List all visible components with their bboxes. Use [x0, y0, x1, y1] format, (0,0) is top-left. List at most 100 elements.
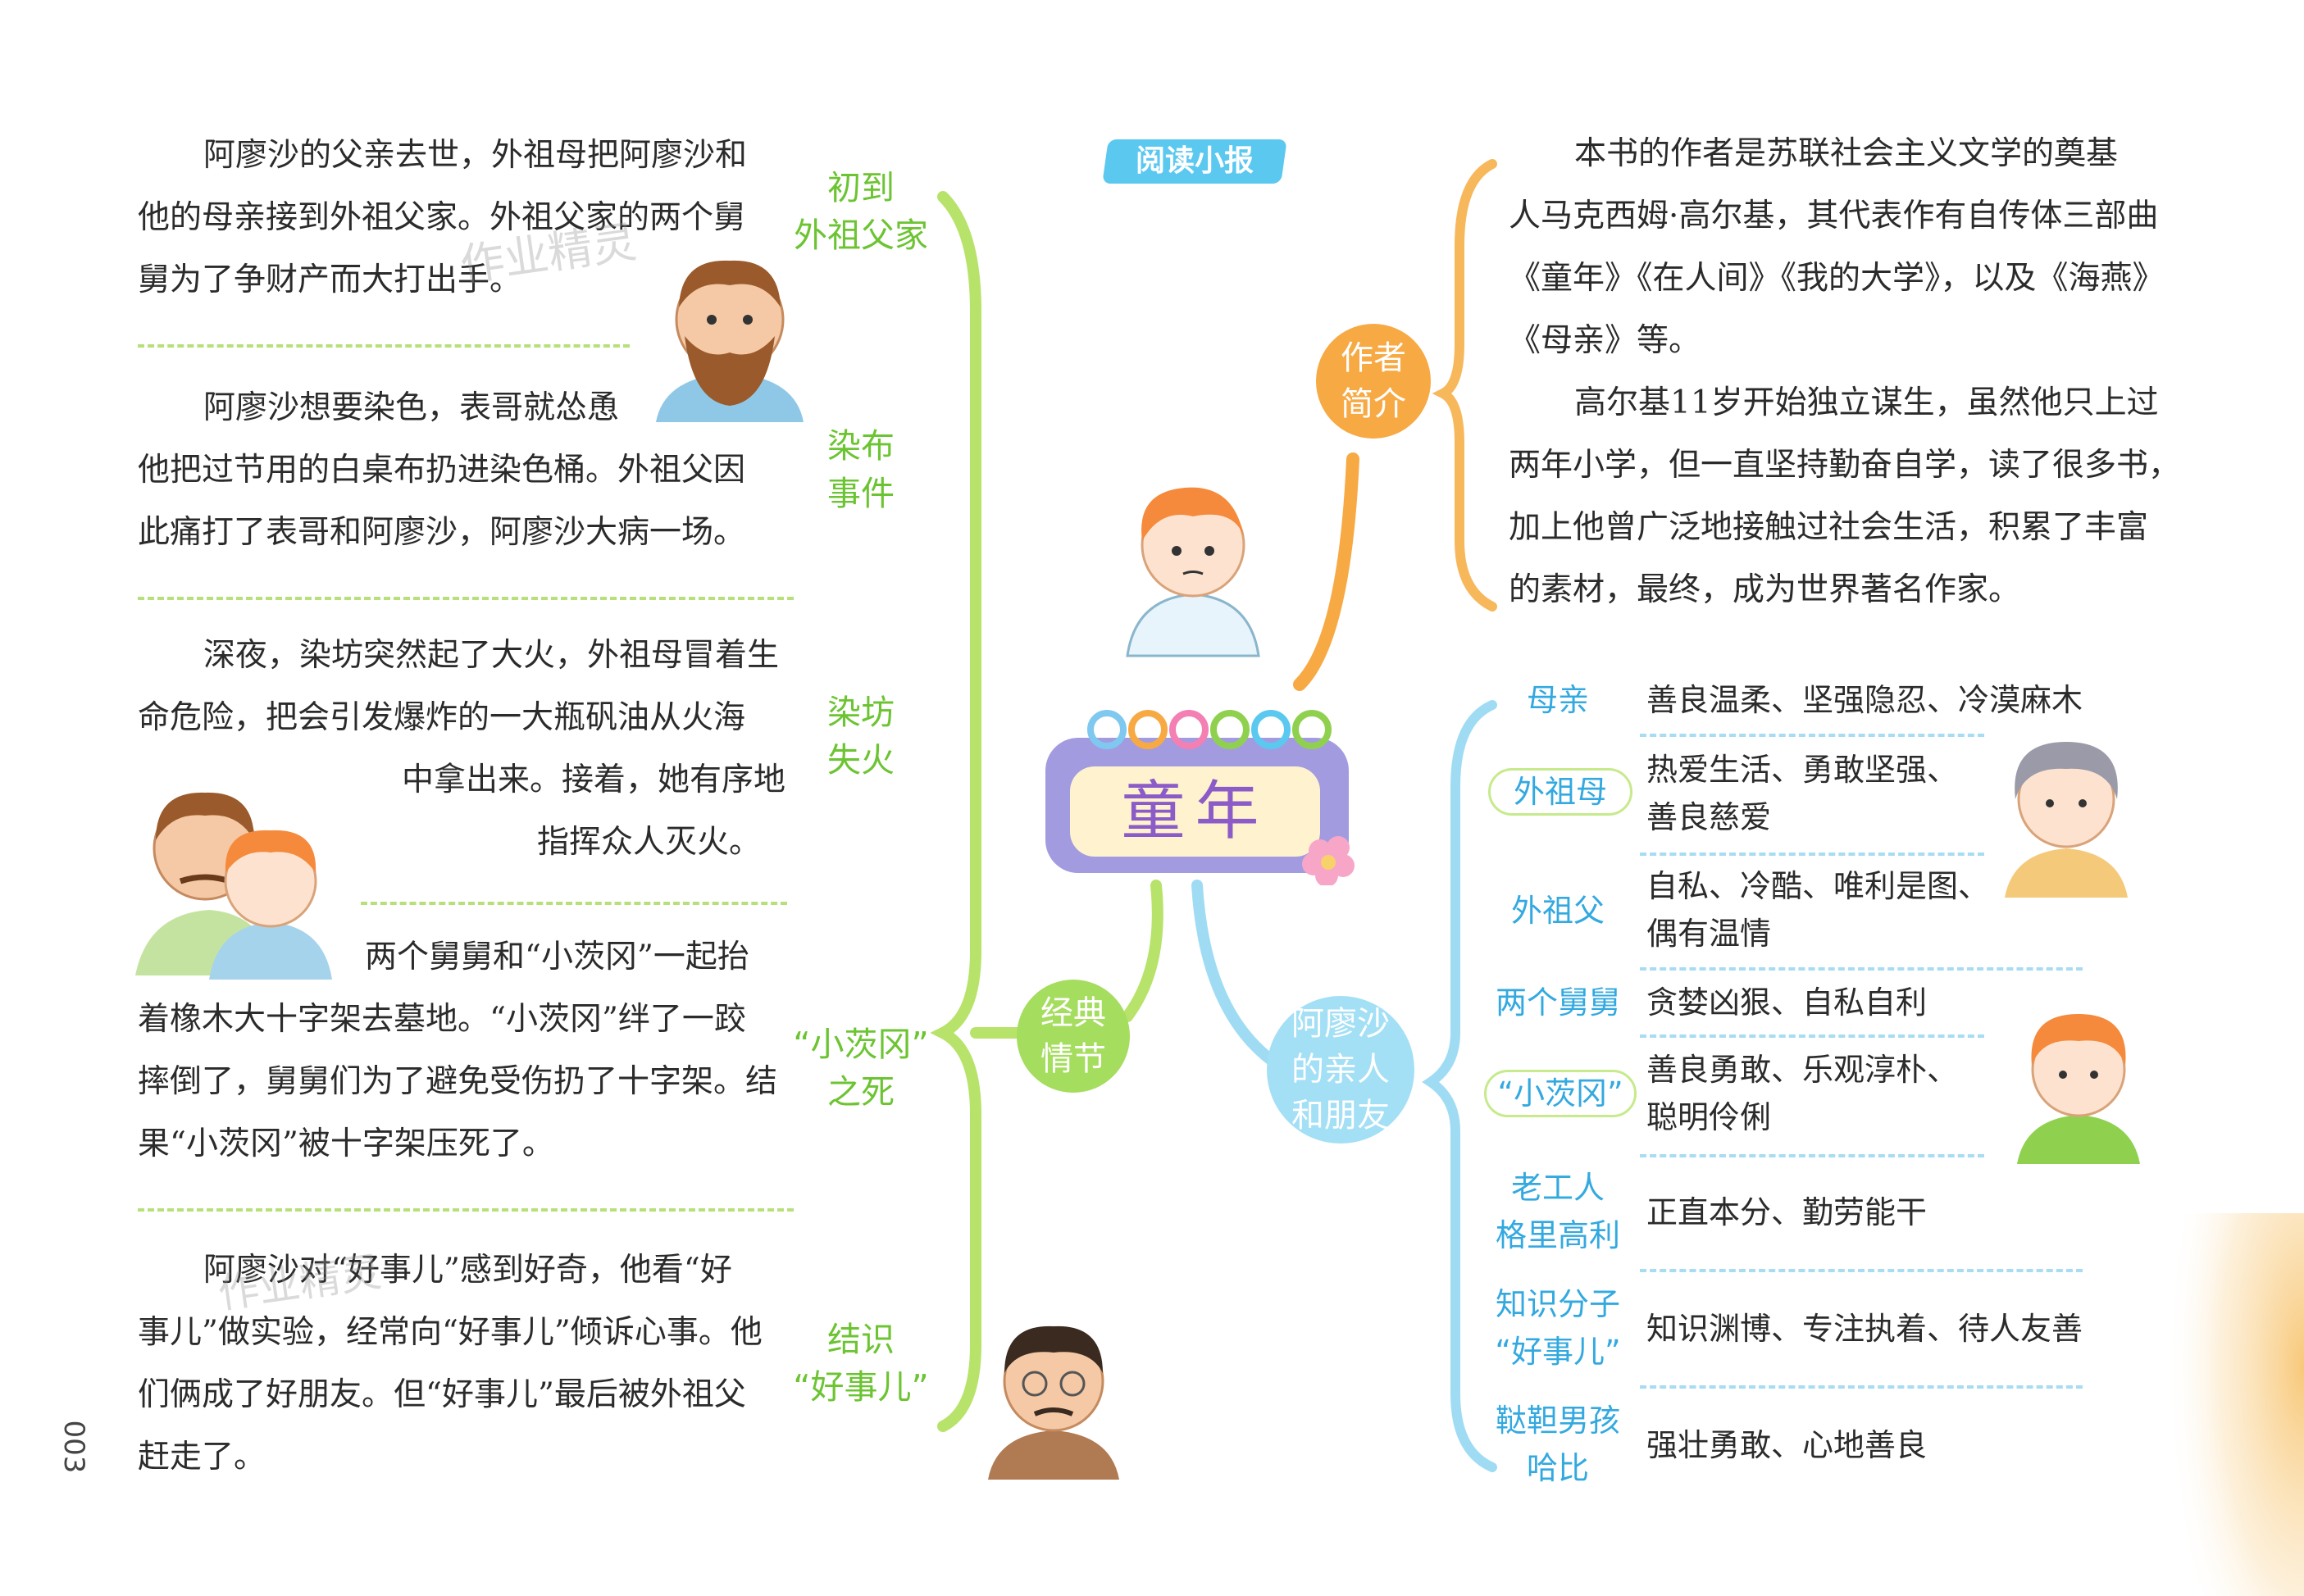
divider — [1640, 1385, 2083, 1389]
author-bubble: 作者 简介 — [1316, 324, 1431, 439]
relative-desc-goodthing: 知识渊博、专注执着、待人友善 — [1646, 1305, 2083, 1353]
orange-to-title — [1300, 459, 1353, 684]
decorative-glow — [2165, 1213, 2304, 1596]
plot-label-line: 之死 — [775, 1068, 947, 1116]
author-line: 两年小学，但一直坚持勤奋自学，读了很多书， — [1509, 434, 2180, 497]
author-line: 《童年》《在人间》《我的大学》，以及《海燕》 — [1509, 248, 2165, 310]
relative-desc-line: 善良慈爱 — [1646, 793, 1958, 841]
relative-desc-mother: 善良温柔、坚强隐忍、冷漠麻木 — [1646, 676, 2083, 724]
relative-desc-line: 热爱生活、勇敢坚强、 — [1646, 746, 1958, 793]
relative-name-line: 外祖母 — [1491, 771, 1630, 813]
relative-desc-grandmother: 热爱生活、勇敢坚强、 善良慈爱 — [1646, 746, 1958, 841]
relative-name-mother: 母亲 — [1488, 676, 1628, 724]
author-bubble-line1: 作者 — [1341, 335, 1406, 381]
relative-name-line: 老工人 — [1480, 1164, 1636, 1212]
relative-desc-line: 正直本分、勤劳能干 — [1646, 1189, 1927, 1236]
relatives-bubble: 阿廖沙 的亲人 和朋友 — [1267, 996, 1414, 1144]
author-line: 高尔基11岁开始独立谋生，虽然他只上过 — [1574, 372, 2159, 434]
relative-desc-grandfather: 自私、冷酷、唯利是图、 偶有温情 — [1646, 862, 1989, 957]
relative-name-line: 知识分子 — [1480, 1280, 1636, 1328]
relative-name-grandmother: 外祖母 — [1488, 768, 1632, 816]
plot-line: 中拿出来。接着，她有序地 — [402, 749, 785, 812]
plot-line: 摔倒了，舅舅们为了避免受伤扔了十字架。结 — [138, 1051, 777, 1113]
page-number: 003 — [53, 1410, 94, 1484]
divider — [1640, 1034, 1984, 1038]
divider — [1640, 853, 1984, 856]
relative-desc-line: 聪明伶俐 — [1646, 1094, 1958, 1141]
relative-name-line: “小茨冈” — [1487, 1072, 1634, 1115]
plot-label-gypsy: “小茨冈” 之死 — [775, 1021, 947, 1116]
classic-plot-line2: 情节 — [1040, 1036, 1106, 1082]
relative-name-grandfather: 外祖父 — [1488, 887, 1628, 934]
relative-name-habi: 鞑靼男孩 哈比 — [1480, 1397, 1636, 1492]
plot-line: 两个舅舅和“小茨冈”一起抬 — [365, 926, 749, 989]
relative-desc-line: 强壮勇敢、心地善良 — [1646, 1421, 1927, 1469]
relative-name-gregory: 老工人 格里高利 — [1480, 1164, 1636, 1259]
relative-desc-uncles: 贪婪凶狠、自私自利 — [1646, 979, 1927, 1026]
plot-label-line: 事件 — [779, 470, 943, 517]
plot-label-fire: 染坊 失火 — [779, 689, 943, 784]
author-line: 人马克西姆·高尔基，其代表作有自传体三部曲 — [1509, 185, 2158, 248]
plot-label-line: “好事儿” — [775, 1363, 947, 1411]
relative-name-line: 两个舅舅 — [1484, 979, 1632, 1026]
relative-desc-line: 善良勇敢、乐观淳朴、 — [1646, 1046, 1958, 1094]
plot-line: 指挥众人灭火。 — [537, 812, 761, 874]
relative-name-line: 母亲 — [1488, 676, 1628, 724]
author-bubble-line2: 简介 — [1341, 381, 1406, 427]
author-line: 《母亲》等。 — [1509, 310, 1701, 372]
relative-name-line: “好事儿” — [1480, 1328, 1636, 1375]
plot-line: 此痛打了表哥和阿廖沙，阿廖沙大病一场。 — [138, 502, 745, 564]
divider — [361, 902, 787, 905]
plot-line: 命危险，把会引发爆炸的一大瓶矾油从火海 — [138, 687, 745, 749]
plot-line: 们俩成了好朋友。但“好事儿”最后被外祖父 — [138, 1364, 746, 1426]
plot-label-line: 染布 — [779, 422, 943, 470]
relative-desc-line: 贪婪凶狠、自私自利 — [1646, 979, 1927, 1026]
author-line: 的素材，最终，成为世界著名作家。 — [1509, 559, 2020, 621]
grandmother-illustration — [1992, 721, 2140, 902]
plot-line: 他把过节用的白桌布扔进染色桶。外祖父因 — [138, 439, 745, 502]
relative-name-line: 外祖父 — [1488, 887, 1628, 934]
author-line: 本书的作者是苏联社会主义文学的奠基 — [1574, 123, 2118, 185]
blue-to-bubble — [1197, 885, 1279, 1066]
relative-desc-line: 善良温柔、坚强隐忍、冷漠麻木 — [1646, 676, 2083, 724]
author-line: 加上他曾广泛地接触过社会生活，积累了丰富 — [1509, 497, 2148, 559]
relative-name-line: 鞑靼男孩 — [1480, 1397, 1636, 1444]
boy-illustration — [1111, 459, 1275, 672]
divider — [1640, 1269, 2083, 1272]
plot-label-line: 结识 — [775, 1316, 947, 1363]
uncle-illustration — [648, 238, 812, 426]
green-to-bubble — [1127, 885, 1158, 1016]
plot-line: 阿廖沙想要染色，表哥就怂恿 — [203, 377, 619, 439]
grandfather-boy-illustration — [131, 750, 336, 980]
relatives-bubble-line2: 的亲人 — [1291, 1047, 1390, 1093]
plot-label-dye: 染布 事件 — [779, 422, 943, 517]
plot-label-goodthing: 结识 “好事儿” — [775, 1316, 947, 1411]
green-trunk — [943, 197, 976, 1426]
relative-desc-line: 偶有温情 — [1646, 910, 1989, 957]
plot-label-line: 初到 — [779, 164, 943, 211]
relatives-bubble-line1: 阿廖沙 — [1291, 1001, 1390, 1047]
divider — [138, 1208, 794, 1212]
relative-name-goodthing: 知识分子 “好事儿” — [1480, 1280, 1636, 1375]
relative-desc-line: 自私、冷酷、唯利是图、 — [1646, 862, 1989, 910]
relative-name-gypsy: “小茨冈” — [1484, 1070, 1637, 1117]
relative-desc-habi: 强壮勇敢、心地善良 — [1646, 1421, 1927, 1469]
plot-label-line: 失火 — [779, 736, 943, 784]
plot-line: 赶走了。 — [138, 1426, 266, 1489]
plot-line: 深夜，染坊突然起了大火，外祖母冒着生 — [203, 625, 779, 687]
divider — [138, 597, 794, 600]
good-thing-illustration — [984, 1303, 1123, 1484]
relative-desc-line: 知识渊博、专注执着、待人友善 — [1646, 1305, 2083, 1353]
divider — [1640, 967, 2083, 971]
classic-plot-bubble: 经典 情节 — [1017, 980, 1130, 1093]
divider — [138, 344, 630, 348]
classic-plot-line1: 经典 — [1040, 990, 1106, 1036]
relative-desc-gypsy: 善良勇敢、乐观淳朴、 聪明伶俐 — [1646, 1046, 1958, 1141]
plot-label-line: “小茨冈” — [775, 1021, 947, 1068]
center-title: 童年 — [1070, 766, 1320, 857]
plot-line: 阿廖沙的父亲去世，外祖母把阿廖沙和 — [203, 125, 747, 187]
relative-name-line: 格里高利 — [1480, 1212, 1636, 1259]
plot-line: 果“小茨冈”被十字架压死了。 — [138, 1113, 554, 1175]
relative-name-line: 哈比 — [1480, 1444, 1636, 1492]
